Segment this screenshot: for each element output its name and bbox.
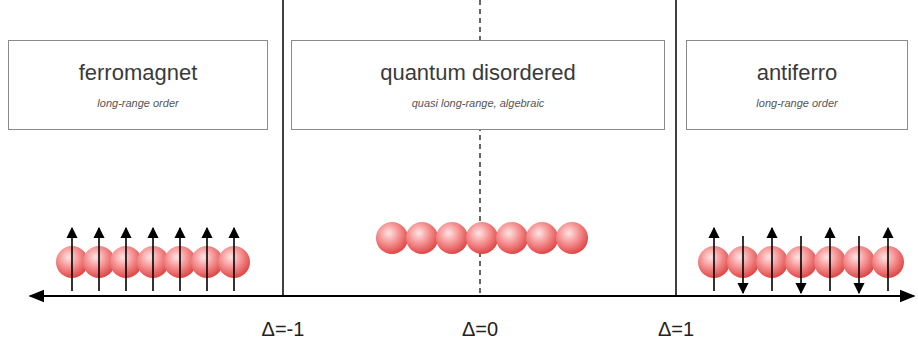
atom-sphere bbox=[436, 222, 468, 254]
phase-name: quantum disordered bbox=[380, 61, 576, 85]
spin-arrow bbox=[233, 228, 235, 291]
spin-arrow bbox=[125, 228, 127, 291]
spin-arrow bbox=[98, 228, 100, 291]
phase-box: ferromagnet long-range order bbox=[8, 40, 268, 130]
spin-arrow bbox=[71, 228, 73, 291]
spin-arrow bbox=[152, 228, 154, 291]
phase-boundary bbox=[282, 0, 284, 296]
spin-arrow bbox=[887, 228, 889, 291]
axis-tick-label: Δ=-1 bbox=[260, 318, 307, 340]
spin-arrow bbox=[742, 236, 744, 293]
phase-boundary bbox=[675, 0, 677, 296]
phase-order-note: quasi long-range, algebraic bbox=[412, 97, 545, 109]
phase-name: antiferro bbox=[757, 61, 838, 85]
axis-tick-label: Δ=0 bbox=[460, 318, 500, 340]
spin-arrow bbox=[179, 228, 181, 291]
atom-sphere bbox=[376, 222, 408, 254]
atom-sphere bbox=[406, 222, 438, 254]
spin-arrow bbox=[771, 228, 773, 291]
spin-arrow bbox=[829, 228, 831, 291]
delta-axis bbox=[30, 295, 914, 297]
phase-order-note: long-range order bbox=[756, 97, 837, 109]
atom-sphere bbox=[496, 222, 528, 254]
spin-chains bbox=[56, 222, 904, 293]
phase-box: antiferro long-range order bbox=[686, 40, 908, 130]
spin-arrow bbox=[800, 236, 802, 293]
atom-sphere bbox=[526, 222, 558, 254]
spin-arrow bbox=[206, 228, 208, 291]
spin-arrow bbox=[713, 228, 715, 291]
phase-box: quantum disordered quasi long-range, alge… bbox=[291, 40, 665, 130]
phase-name: ferromagnet bbox=[79, 61, 198, 85]
axis-tick-label: Δ=1 bbox=[656, 318, 696, 340]
atom-sphere bbox=[466, 222, 498, 254]
phase-order-note: long-range order bbox=[97, 97, 178, 109]
spin-arrow bbox=[858, 236, 860, 293]
atom-sphere bbox=[556, 222, 588, 254]
